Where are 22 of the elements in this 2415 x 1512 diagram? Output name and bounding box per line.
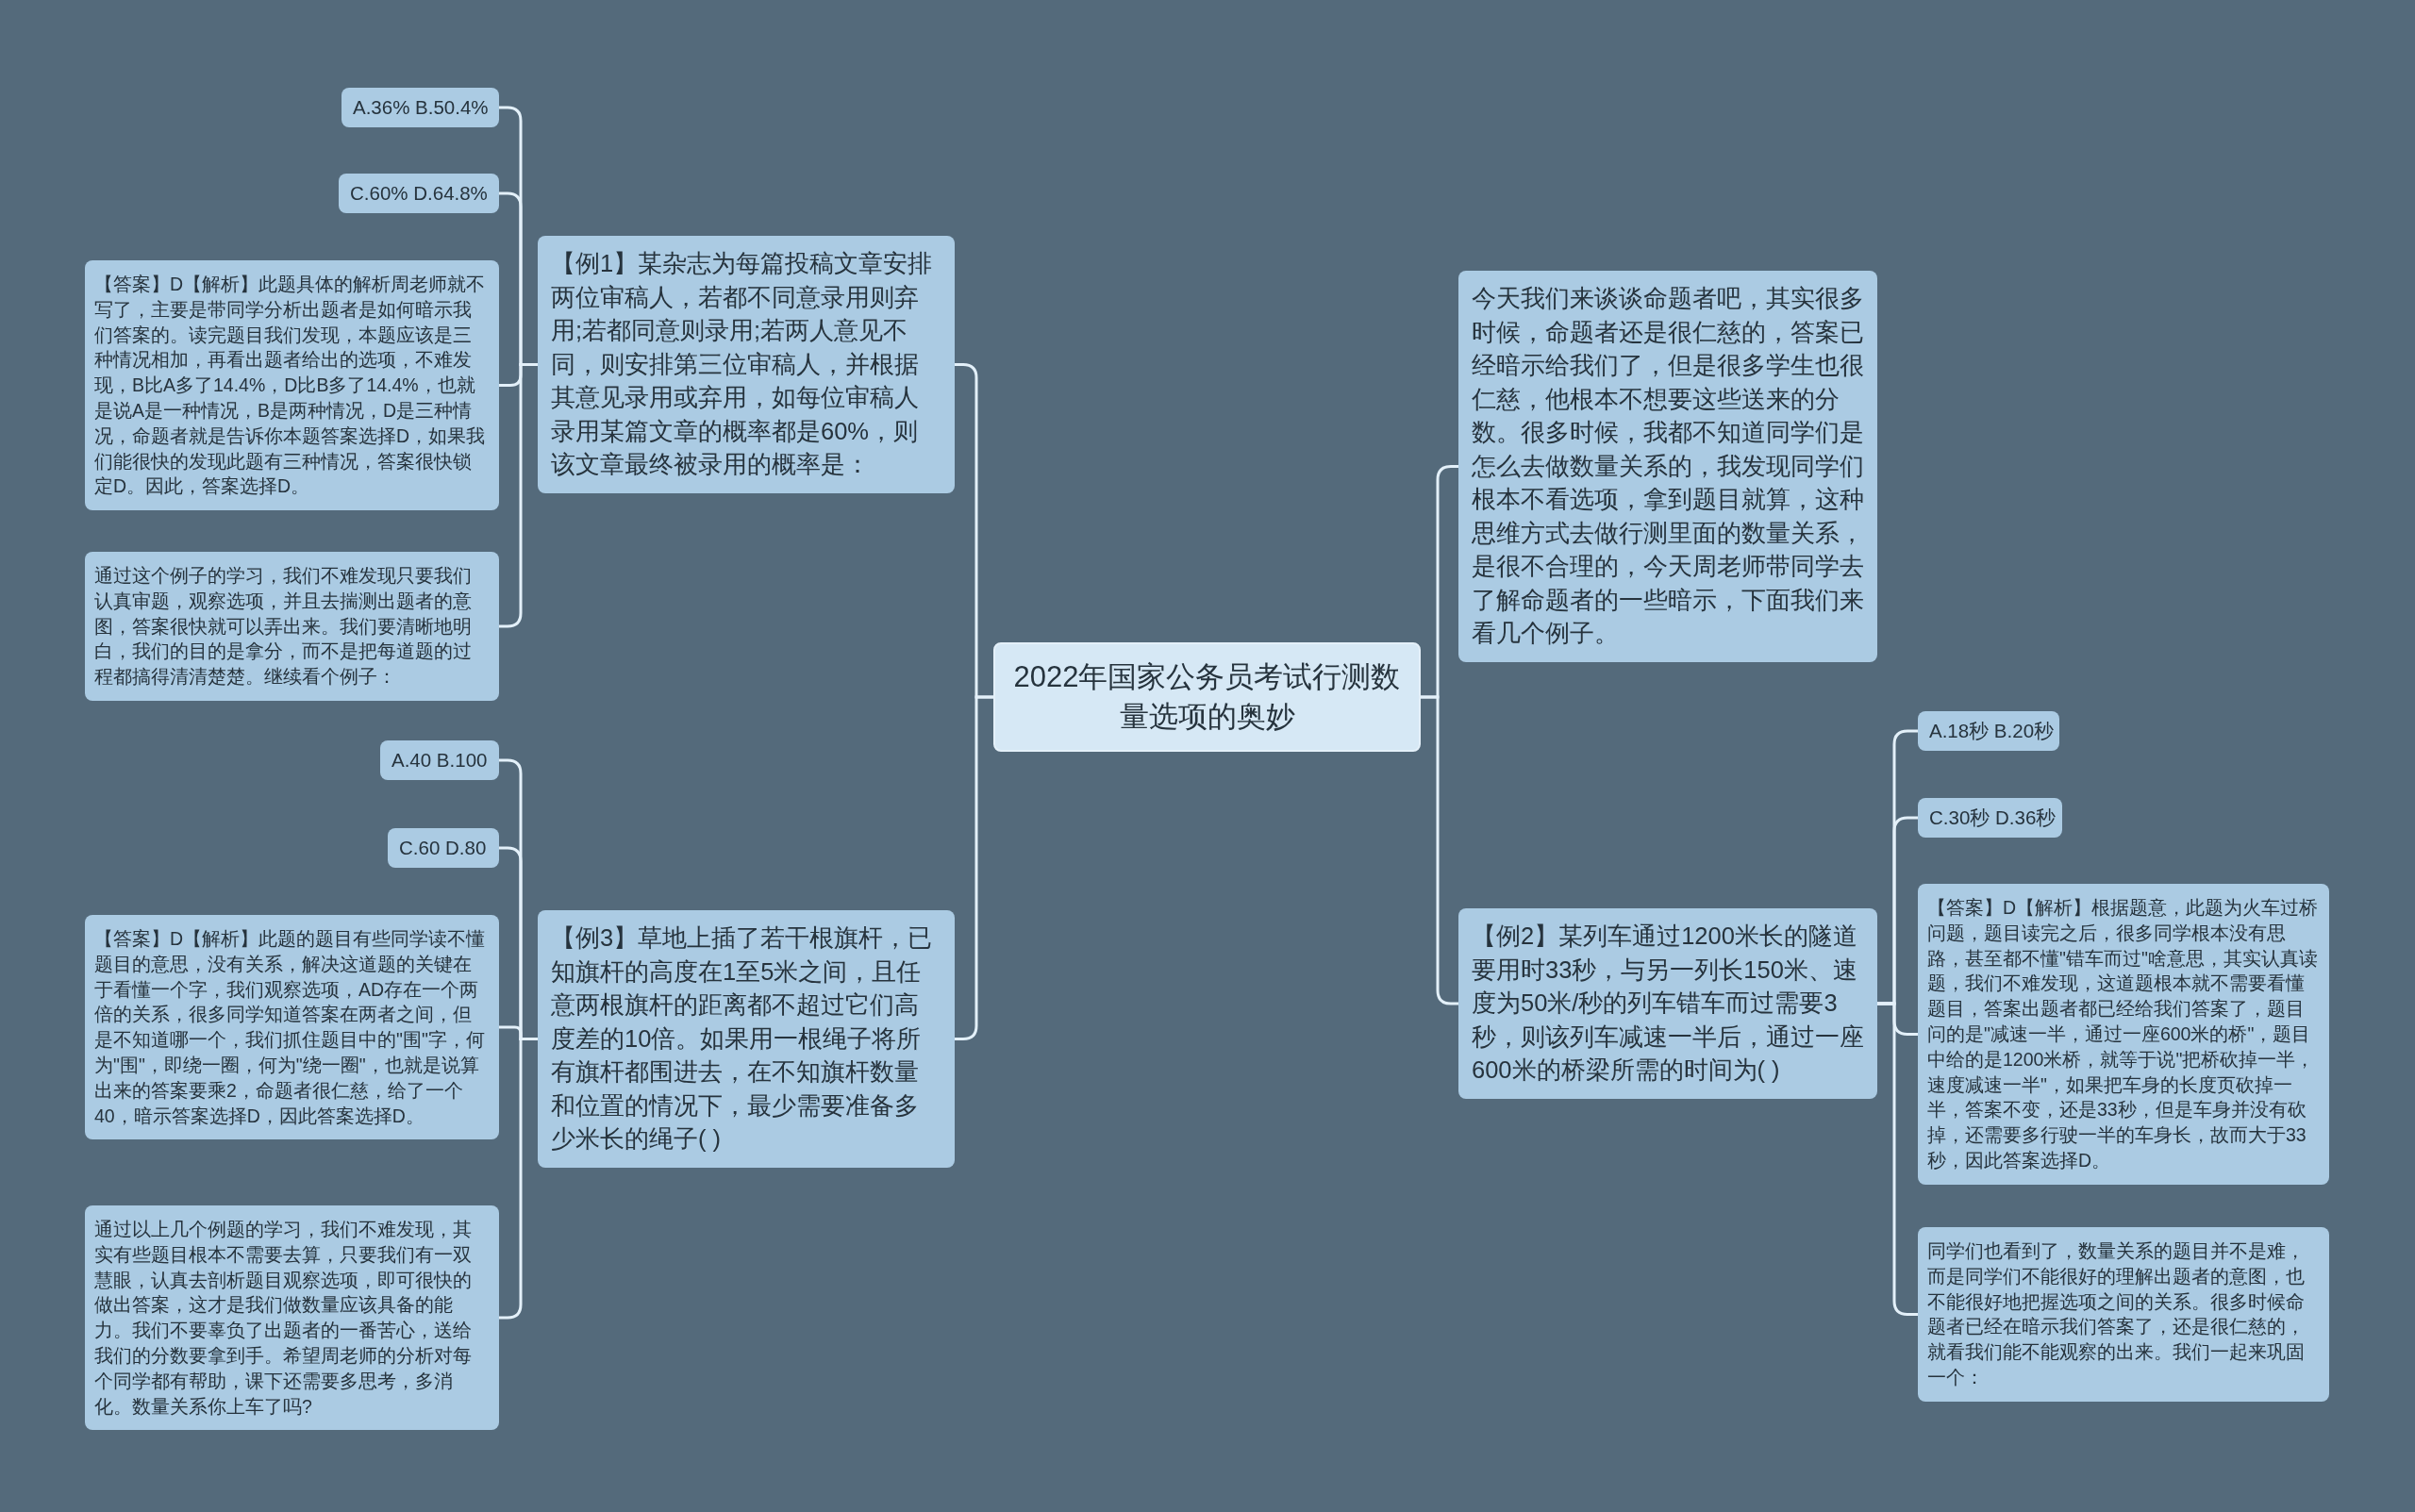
option-box: A.18秒 B.20秒	[1918, 711, 2059, 751]
note-box: 通过以上几个例题的学习，我们不难发现，其实有些题目根本不需要去算，只要我们有一双慧眼，认真去剖析题目观察选项，即可很快的做出答案，这才是我们做数量应该具备的能力。我们不要辜负了出题者的一番苦心，送给我们的分数要拿到手。希望周老师的分析对每个同学都有帮助，课下还需要多思考，多消化。数量关系你上车了吗?	[85, 1205, 499, 1431]
option-box: A.40 B.100	[380, 740, 499, 780]
note-box: 【答案】D【解析】此题具体的解析周老师就不写了，主要是带同学分析出题者是如何暗示我们答案的。读完题目我们发现，本题应该是三种情况相加，再看出题者给出的选项，不难发现，B比A多了14.4%，D比B多了14.4%，也就是说A是一种情况，B是两种情况，D是三种情况，命题者就是告诉你本题答案选择D，如果我们能很快的发现此题有三种情况，答案很快锁定D。因此，答案选择D。	[85, 260, 499, 511]
central-topic-box: 2022年国家公务员考试行测数量选项的奥妙	[993, 642, 1421, 752]
topic-box: 【例3】草地上插了若干根旗杆，已知旗杆的高度在1至5米之间，且任意两根旗杆的距离都不超过它们高度差的10倍。如果用一根绳子将所有旗杆都围进去，在不知旗杆数量和位置的情况下，最少需要准备多少米长的绳子( )	[538, 910, 955, 1168]
connector-line	[1877, 1002, 1918, 1316]
option-box: A.36% B.50.4%	[341, 88, 499, 127]
topic-box: 今天我们来谈谈命题者吧，其实很多时候，命题者还是很仁慈的，答案已经暗示给我们了，但是很多学生也很仁慈，他根本不想要这些送来的分数。很多时候，我都不知道同学们是怎么去做数量关系的，我发现同学们根本不看选项，拿到题目就算，这种思维方式去做行测里面的数量关系，是很不合理的，今天周老师带同学去了解命题者的一些暗示，下面我们来看几个例子。	[1458, 271, 1877, 662]
topic-box: 【例2】某列车通过1200米长的隧道要用时33秒，与另一列长150米、速度为50米/秒的列车错车而过需要3秒，则该列车减速一半后，通过一座600米的桥梁所需的时间为( )	[1458, 908, 1877, 1099]
connector-line	[955, 695, 993, 1040]
topic-box: 【例1】某杂志为每篇投稿文章安排两位审稿人，若都不同意录用则弃用;若都同意则录用;若两人意见不同，则安排第三位审稿人，并根据其意见录用或弃用，如每位审稿人录用某篇文章的概率都是60%，则该文章最终被录用的概率是：	[538, 236, 955, 493]
note-box: 同学们也看到了，数量关系的题目并不是难，而是同学们不能很好的理解出题者的意图，也不能很好地把握选项之间的关系。很多时候命题者已经在暗示我们答案了，还是很仁慈的，就看我们能不能观察的出来。我们一起来巩固一个：	[1918, 1227, 2329, 1402]
connector-line	[1421, 695, 1458, 1005]
connector-line	[499, 1038, 538, 1320]
note-box: 【答案】D【解析】根据题意，此题为火车过桥问题，题目读完之后，很多同学根本没有思路，甚至都不懂"错车而过"啥意思，其实认真读题，我们不难发现，这道题根本就不需要看懂题目，答案出题者都已经给我们答案了，题目问的是"减速一半，通过一座600米的桥"，题目中给的是1200米桥，就等于说"把桥砍掉一半，速度减速一半"，如果把车身的长度页砍掉一半，答案不变，还是33秒，但是车身并没有砍掉，还需要多行驶一半的车身长，故而大于33秒，因此答案选择D。	[1918, 884, 2329, 1185]
option-box: C.60 D.80	[388, 828, 499, 868]
note-box: 通过这个例子的学习，我们不难发现只要我们认真审题，观察选项，并且去揣测出题者的意图，答案很快就可以弄出来。我们要清晰地明白，我们的目的是拿分，而不是把每道题的过程都搞得清清楚楚。继续看个例子：	[85, 552, 499, 701]
option-box: C.30秒 D.36秒	[1918, 798, 2062, 838]
option-box: C.60% D.64.8%	[339, 174, 499, 213]
connector-line	[499, 363, 538, 628]
note-box: 【答案】D【解析】此题的题目有些同学读不懂题目的意思，没有关系，解决这道题的关键在于看懂一个字，我们观察选项，AD存在一个两倍的关系，很多同学知道答案在两者之间，但是不知道哪一个，我们抓住题目中的"围"字，何为"围"，即绕一圈，何为"绕一圈"，也就是说算出来的答案要乘2，命题者很仁慈，给了一个40，暗示答案选择D，因此答案选择D。	[85, 915, 499, 1140]
